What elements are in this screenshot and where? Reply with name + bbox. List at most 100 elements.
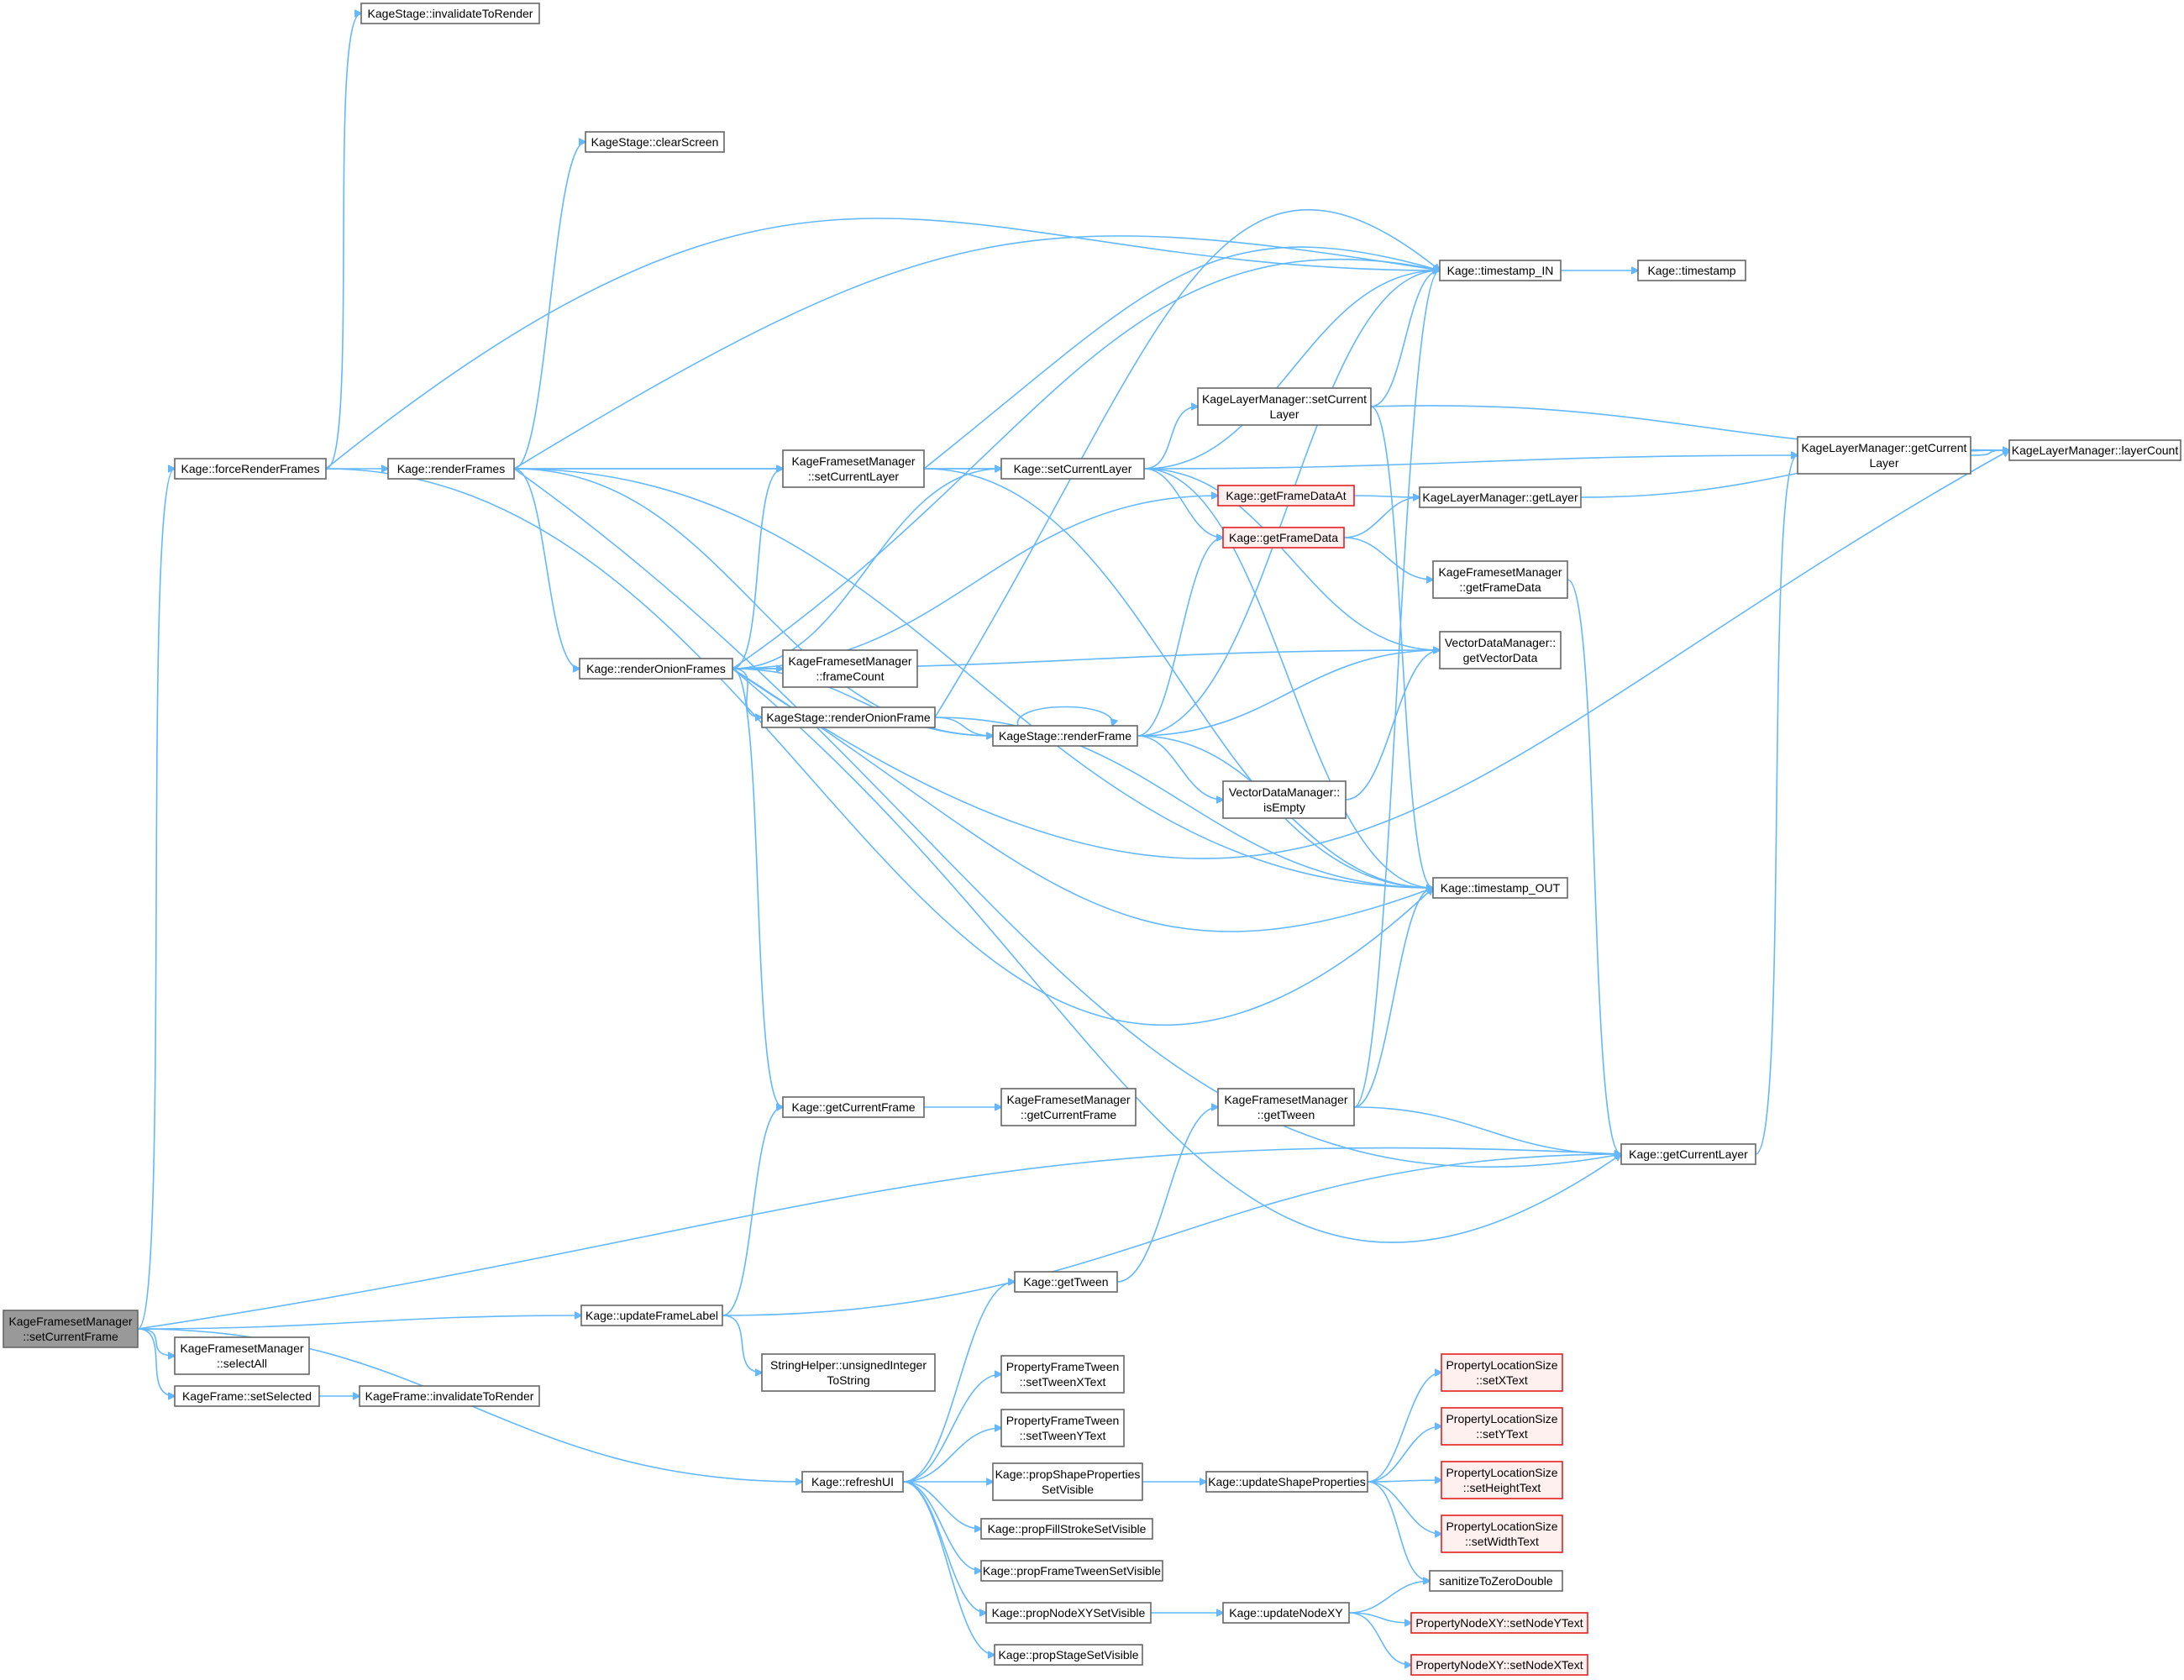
node-getFrameData[interactable]: Kage::getFrameData <box>1222 527 1345 549</box>
node-updateShape[interactable]: Kage::updateShapeProperties <box>1205 1471 1368 1493</box>
node-label: KageFrame::invalidateToRender <box>365 1389 534 1403</box>
node-plsSetHeight[interactable]: PropertyLocationSize::setHeightText <box>1441 1461 1563 1499</box>
edge-refreshUI-to-propFillStroke <box>902 1481 981 1529</box>
node-box <box>1205 1471 1368 1493</box>
node-box <box>1000 1409 1125 1447</box>
node-box <box>387 458 515 480</box>
node-getCurrentLayer[interactable]: Kage::getCurrentLayer <box>1620 1143 1756 1165</box>
node-label: Kage::updateShapeProperties <box>1208 1475 1366 1488</box>
node-box <box>985 1602 1152 1624</box>
edge-fsmSetCurrentLayer-to-timestampOut <box>923 468 1433 888</box>
edge-updateShape-to-plsSetHeight <box>1367 1480 1441 1482</box>
node-label: SetVisible <box>1042 1483 1094 1496</box>
node-root[interactable]: KageFramesetManager::setCurrentFrame <box>3 1310 139 1348</box>
node-fsmGetTween[interactable]: KageFramesetManager::getTween <box>1217 1088 1355 1126</box>
node-vdmIsEmpty[interactable]: VectorDataManager::isEmpty <box>1222 780 1347 819</box>
node-updateNodeXY[interactable]: Kage::updateNodeXY <box>1222 1602 1350 1624</box>
node-vdmGetVectorData[interactable]: VectorDataManager::getVectorData <box>1439 631 1562 669</box>
node-box <box>1439 631 1562 669</box>
node-label: Kage::timestamp_OUT <box>1441 881 1561 895</box>
node-renderFrames[interactable]: Kage::renderFrames <box>387 458 515 480</box>
node-fsmGetCurrentFrame[interactable]: KageFramesetManager::getCurrentFrame <box>1000 1088 1137 1126</box>
node-renderOnionFrame[interactable]: KageStage::renderOnionFrame <box>761 706 936 728</box>
edge-getTween-to-fsmGetTween <box>1116 1107 1218 1283</box>
edge-setCurrentLayer-to-vdmGetVectorData <box>1143 468 1440 650</box>
node-pnxySetX[interactable]: PropertyNodeXY::setNodeXText <box>1410 1654 1588 1676</box>
node-box <box>1620 1143 1756 1165</box>
node-timestamp[interactable]: Kage::timestamp <box>1637 260 1746 281</box>
node-invalidateStage[interactable]: KageStage::invalidateToRender <box>360 3 540 24</box>
edge-renderFrames-to-timestampOut <box>513 468 1433 888</box>
node-box <box>1222 527 1345 549</box>
node-label: Kage::refreshUI <box>811 1475 894 1488</box>
edge-refreshUI-to-pftSetTweenY <box>902 1428 1001 1483</box>
node-fsmGetFrameData[interactable]: KageFramesetManager::getFrameData <box>1432 560 1568 599</box>
node-fsmSelectAll[interactable]: KageFramesetManager::selectAll <box>174 1336 310 1375</box>
node-pftSetTweenX[interactable]: PropertyFrameTween::setTweenXText <box>1000 1355 1125 1394</box>
node-lmGetLayer[interactable]: KageLayerManager::getLayer <box>1419 486 1582 508</box>
node-plsSetX[interactable]: PropertyLocationSize::setXText <box>1441 1353 1563 1392</box>
node-box <box>1441 1407 1563 1446</box>
node-label: Kage::getCurrentFrame <box>791 1100 915 1114</box>
node-label: KageFramesetManager <box>788 654 911 668</box>
edges-layer <box>137 13 2009 1665</box>
node-forceRender[interactable]: Kage::forceRenderFrames <box>174 458 327 480</box>
node-box <box>174 458 327 480</box>
node-lmLayerCount[interactable]: KageLayerManager::layerCount <box>2008 439 2181 461</box>
node-updateFrameLabel[interactable]: Kage::updateFrameLabel <box>580 1305 723 1326</box>
node-label: isEmpty <box>1263 801 1305 814</box>
node-timestampIn[interactable]: Kage::timestamp_IN <box>1439 260 1562 281</box>
node-box <box>1000 458 1145 480</box>
node-renderOnionFrames[interactable]: Kage::renderOnionFrames <box>579 658 733 680</box>
edge-getCurrentLayer-to-lmGetCurrentLayer <box>1755 455 1798 1155</box>
node-label: Kage::propNodeXYSetVisible <box>992 1606 1146 1620</box>
node-plsSetWidth[interactable]: PropertyLocationSize::setWidthText <box>1441 1515 1563 1553</box>
node-label: PropertyFrameTween <box>1006 1360 1120 1373</box>
node-box <box>1441 1461 1563 1499</box>
node-lmSetCurrentLayer[interactable]: KageLayerManager::setCurrentLayer <box>1197 387 1372 426</box>
node-propFrameTween[interactable]: Kage::propFrameTweenSetVisible <box>980 1560 1163 1582</box>
node-label: sanitizeToZeroDouble <box>1439 1574 1553 1588</box>
node-box <box>1222 780 1347 819</box>
node-timestampOut[interactable]: Kage::timestamp_OUT <box>1432 877 1568 899</box>
node-renderFrame[interactable]: KageStage::renderFrame <box>992 725 1138 747</box>
node-clearScreen[interactable]: KageStage::clearScreen <box>585 131 725 153</box>
node-label: ::setCurrentLayer <box>808 470 899 483</box>
node-propNodeXY[interactable]: Kage::propNodeXYSetVisible <box>985 1602 1152 1624</box>
node-getTween[interactable]: Kage::getTween <box>1014 1271 1118 1293</box>
node-label: PropertyLocationSize <box>1446 1520 1557 1533</box>
edge-setCurrentLayer-to-timestampOut <box>1143 468 1433 888</box>
node-pnxySetY[interactable]: PropertyNodeXY::setNodeYText <box>1410 1612 1588 1634</box>
node-propStage[interactable]: Kage::propStageSetVisible <box>994 1644 1143 1666</box>
node-box <box>174 1336 310 1375</box>
node-fsmFrameCount[interactable]: KageFramesetManager::frameCount <box>782 649 918 688</box>
node-label: KageFramesetManager <box>1224 1093 1347 1106</box>
node-label: ::getFrameData <box>1459 580 1541 594</box>
node-pftSetTweenY[interactable]: PropertyFrameTween::setTweenYText <box>1000 1409 1125 1447</box>
node-setCurrentLayer[interactable]: Kage::setCurrentLayer <box>1000 458 1145 480</box>
edge-renderFrames-to-renderOnionFrames <box>513 468 580 669</box>
node-refreshUI[interactable]: Kage::refreshUI <box>801 1471 904 1493</box>
node-sanitize[interactable]: sanitizeToZeroDouble <box>1429 1570 1563 1592</box>
node-label: Kage::updateNodeXY <box>1229 1606 1343 1620</box>
node-lmGetCurrentLayer[interactable]: KageLayerManager::getCurrentLayer <box>1797 436 1971 475</box>
edge-renderFrame-to-vdmIsEmpty <box>1137 735 1223 800</box>
node-getCurrentFrame[interactable]: Kage::getCurrentFrame <box>782 1096 925 1118</box>
node-box <box>782 449 925 488</box>
node-label: ToString <box>827 1373 869 1387</box>
node-label: ::setYText <box>1476 1427 1528 1441</box>
edge-updateFrameLabel-to-getCurrentLayer <box>722 1154 1621 1316</box>
node-box <box>585 131 725 153</box>
node-frameInvalidate[interactable]: KageFrame::invalidateToRender <box>359 1385 540 1407</box>
node-label: ::getTween <box>1257 1108 1315 1121</box>
node-fsmSetCurrentLayer[interactable]: KageFramesetManager::setCurrentLayer <box>782 449 925 488</box>
node-getFrameDataAt[interactable]: Kage::getFrameDataAt <box>1217 485 1355 507</box>
edge-setCurrentLayer-to-timestampIn <box>1143 270 1440 470</box>
node-frameSetSelected[interactable]: KageFrame::setSelected <box>174 1385 320 1407</box>
node-propFillStroke[interactable]: Kage::propFillStrokeSetVisible <box>980 1518 1153 1540</box>
edge-refreshUI-to-pftSetTweenX <box>902 1374 1001 1483</box>
edge-fsmGetFrameData-to-getCurrentLayer <box>1567 579 1621 1154</box>
node-plsSetY[interactable]: PropertyLocationSize::setYText <box>1441 1407 1563 1446</box>
